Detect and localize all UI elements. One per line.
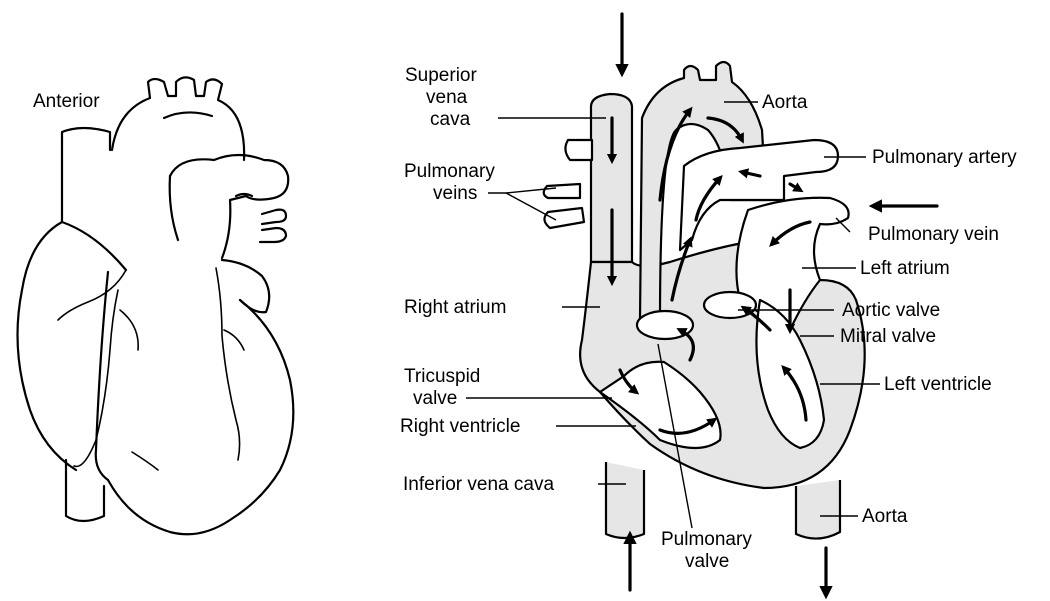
label-tricuspid-valve-1: Tricuspid bbox=[404, 366, 480, 387]
label-pulmonary-veins-1: Pulmonary bbox=[404, 161, 495, 182]
label-aorta-top: Aorta bbox=[762, 92, 808, 113]
label-left-ventricle: Left ventricle bbox=[884, 374, 992, 395]
inferior-vena-cava bbox=[606, 462, 644, 538]
heart-cross-section bbox=[544, 62, 865, 539]
label-tricuspid-valve-2: valve bbox=[413, 388, 457, 409]
label-aorta-bottom: Aorta bbox=[862, 506, 908, 527]
pulmonary-vein-stub-upper bbox=[544, 184, 580, 198]
label-inferior-vena-cava: Inferior vena cava bbox=[403, 474, 554, 495]
label-right-ventricle: Right ventricle bbox=[400, 416, 520, 437]
label-superior-vena-cava-2: vena bbox=[426, 87, 468, 108]
descending-aorta bbox=[796, 480, 840, 539]
label-pulmonary-valve-2: valve bbox=[685, 551, 729, 572]
label-mitral-valve: Mitral valve bbox=[840, 326, 936, 347]
label-pulmonary-valve-1: Pulmonary bbox=[661, 529, 752, 550]
pulmonary-valve-ring bbox=[637, 311, 693, 339]
pulmonary-vein-stub-lower bbox=[544, 208, 584, 228]
label-superior-vena-cava-3: cava bbox=[430, 109, 471, 130]
label-right-atrium: Right atrium bbox=[404, 297, 506, 318]
anterior-heart-illustration bbox=[18, 77, 294, 534]
label-pulmonary-vein: Pulmonary vein bbox=[868, 224, 999, 245]
pulmonary-vein-stub-top bbox=[565, 140, 592, 160]
label-pulmonary-artery: Pulmonary artery bbox=[872, 147, 1017, 168]
heart-outer-wall bbox=[580, 240, 865, 488]
aortic-valve-ring bbox=[704, 292, 756, 318]
label-superior-vena-cava-1: Superior bbox=[405, 65, 477, 86]
label-left-atrium: Left atrium bbox=[860, 258, 950, 279]
anterior-label: Anterior bbox=[33, 91, 100, 112]
label-pulmonary-veins-2: veins bbox=[433, 183, 477, 204]
flow-arrow bbox=[790, 184, 800, 190]
label-aortic-valve: Aortic valve bbox=[842, 300, 940, 321]
